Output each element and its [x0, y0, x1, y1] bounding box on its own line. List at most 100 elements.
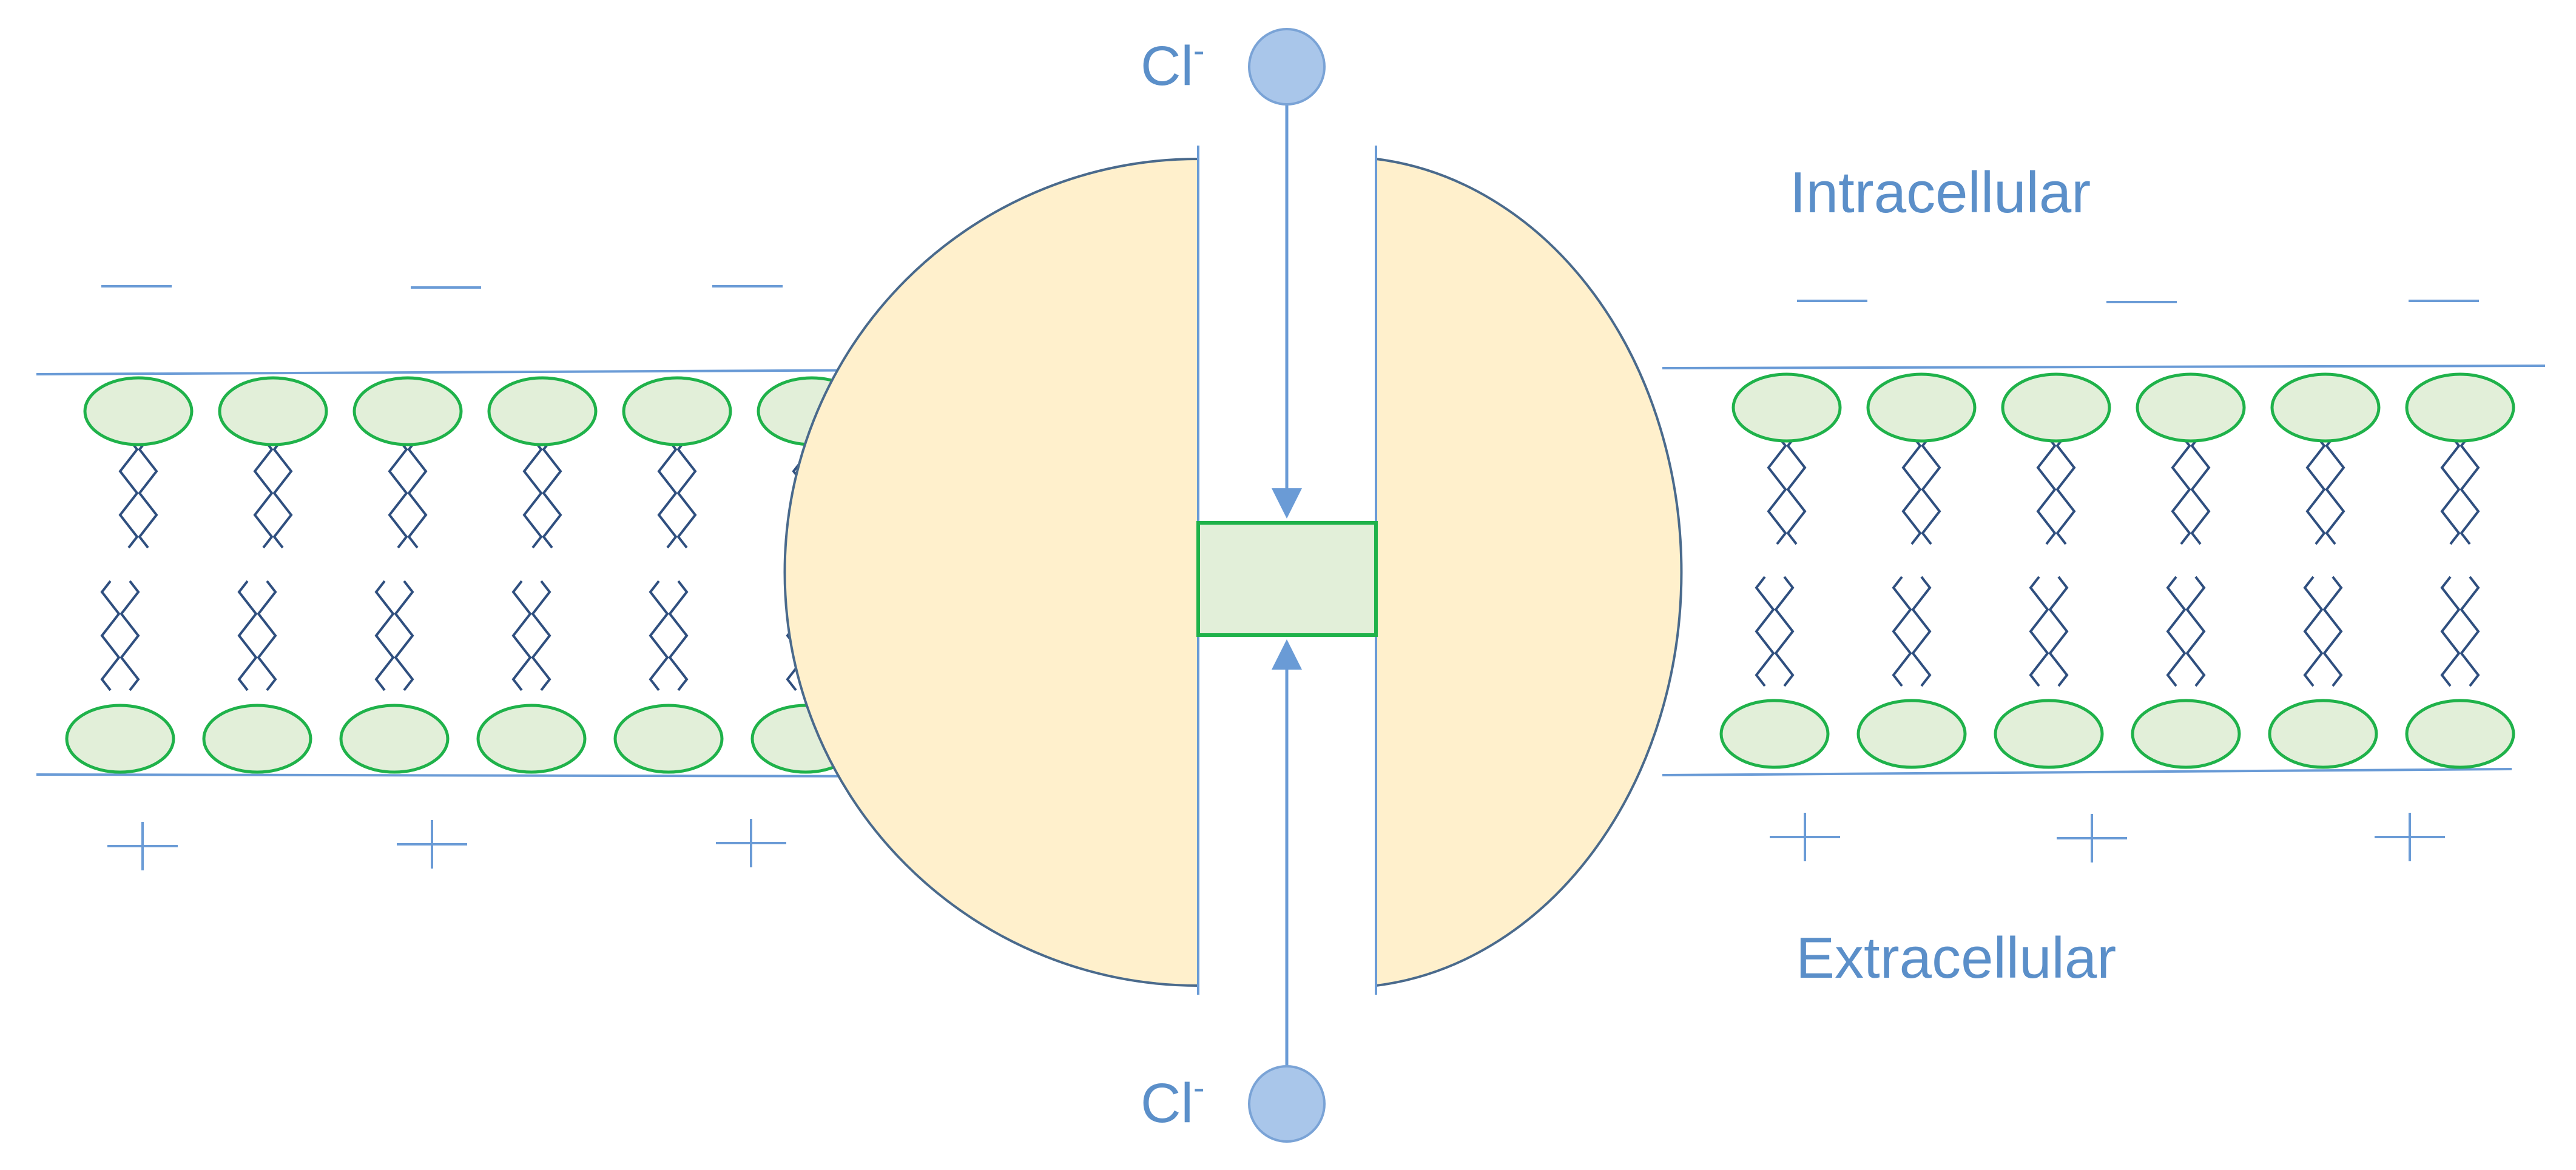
lipid-tail	[657, 437, 678, 549]
lipid-tail	[2440, 576, 2461, 687]
lipid-head-bottom	[613, 704, 724, 774]
lipid-head-bottom	[2268, 699, 2378, 769]
lipid-head-top	[2405, 372, 2515, 443]
phospholipid	[1719, 372, 1842, 769]
lipid-tail	[2185, 576, 2206, 687]
ion-label-top: Cl-	[1141, 31, 1205, 97]
lipid-head-top	[1731, 372, 1842, 443]
lipid-head-bottom	[339, 704, 450, 774]
lipid-head-top	[218, 376, 328, 446]
lipid-tail	[2305, 434, 2326, 545]
lipid-tail	[2322, 576, 2343, 687]
lipid-tail	[542, 437, 562, 549]
phospholipid	[202, 376, 328, 774]
lipid-tail	[2325, 434, 2345, 545]
lipid-head-top	[2001, 372, 2111, 443]
membrane-top-line-right	[1662, 365, 2546, 369]
channel-protein	[783, 146, 1683, 995]
positive-charge-mark	[716, 819, 786, 867]
lipid-tail	[2029, 576, 2049, 687]
lipid-tail	[2171, 434, 2191, 545]
positive-charge-mark	[397, 820, 467, 869]
positive-charge-mark	[2375, 813, 2445, 861]
phospholipid	[476, 376, 598, 774]
lipid-tail	[257, 580, 277, 691]
membrane-bottom-line-right	[1662, 768, 2512, 776]
lipid-tail	[531, 580, 551, 691]
lipid-head-bottom	[202, 704, 312, 774]
membrane-charges	[101, 285, 2479, 870]
phospholipid	[2268, 372, 2381, 769]
lipid-tail	[1786, 434, 1807, 545]
ion-label-bottom: Cl-	[1141, 1068, 1205, 1134]
lipid-tail	[1767, 434, 1787, 545]
lipid-head-bottom	[2131, 699, 2241, 769]
positive-charge-mark	[1770, 813, 1840, 861]
extracellular-label: Extracellular	[1796, 926, 2116, 990]
chloride-ion-bottom	[1248, 1065, 1326, 1143]
lipid-head-top	[1866, 372, 1977, 443]
lipid-tail	[374, 580, 395, 691]
lipid-head-bottom	[2405, 699, 2515, 769]
lipid-tail	[1755, 576, 1775, 687]
membrane-boundaries	[36, 365, 2546, 778]
chloride-ion-top	[1248, 28, 1326, 106]
lipid-tail	[668, 580, 689, 691]
lipid-head-top	[352, 376, 463, 446]
lipid-tail	[649, 580, 669, 691]
lipid-head-top	[83, 376, 194, 446]
membrane-bottom-line-left	[36, 773, 917, 778]
phospholipid	[2131, 372, 2246, 769]
phospholipid	[65, 376, 194, 774]
lipid-tail	[2166, 576, 2187, 687]
lipid-head-top	[487, 376, 598, 446]
lipid-tail	[407, 437, 428, 549]
lipid-head-bottom	[65, 704, 175, 774]
lipid-head-bottom	[1719, 699, 1830, 769]
lipid-tail	[1921, 434, 1941, 545]
positive-charge-mark	[2057, 814, 2127, 862]
lipid-head-top	[622, 376, 732, 446]
lipid-tail	[253, 437, 274, 549]
lipid-bilayer-right	[1719, 372, 2515, 769]
lipid-tail	[272, 437, 293, 549]
lipid-tail	[394, 580, 414, 691]
intracellular-label: Intracellular	[1790, 160, 2091, 225]
lipid-tail	[2460, 576, 2480, 687]
lipid-tail	[2036, 434, 2057, 545]
lipid-tail	[100, 580, 121, 691]
lipid-tail	[1901, 434, 1922, 545]
channel-left-half	[783, 157, 1199, 987]
phospholipid	[1994, 372, 2111, 769]
lipid-tail	[118, 437, 139, 549]
lipid-tail	[2190, 434, 2211, 545]
channel-gate	[1196, 521, 1378, 637]
phospholipid	[613, 376, 732, 774]
lipid-tail	[1911, 576, 1932, 687]
lipid-tail	[522, 437, 543, 549]
lipid-head-top	[2270, 372, 2381, 443]
lipid-tail	[237, 580, 258, 691]
lipid-head-bottom	[1994, 699, 2104, 769]
lipid-tail	[2460, 434, 2480, 545]
lipid-tail	[1892, 576, 1912, 687]
positive-charge-mark	[107, 822, 178, 870]
lipid-tail	[511, 580, 532, 691]
lipid-tail	[138, 437, 158, 549]
membrane-top-line-left	[36, 369, 917, 375]
lipid-tail	[2055, 434, 2076, 545]
lipid-tail	[120, 580, 140, 691]
lipid-head-top	[2136, 372, 2246, 443]
lipid-tail	[676, 437, 697, 549]
phospholipid	[339, 376, 463, 774]
lipid-tail	[388, 437, 408, 549]
lipid-head-bottom	[1856, 699, 1967, 769]
lipid-tail	[1774, 576, 1795, 687]
lipid-bilayer-left	[65, 376, 867, 774]
lipid-tail	[2303, 576, 2324, 687]
lipid-head-bottom	[476, 704, 587, 774]
channel-right-half	[1375, 157, 1683, 987]
phospholipid	[1856, 372, 1977, 769]
lipid-tail	[2048, 576, 2069, 687]
